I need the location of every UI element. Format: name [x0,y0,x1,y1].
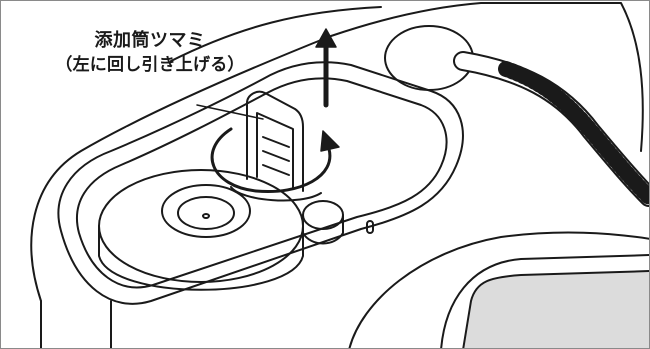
display-screen [462,270,649,348]
rotation-arrow [210,127,332,194]
opening-rim-inner [76,77,448,289]
callout-label: 添加筒ツマミ （左に回し引き上げる） [39,29,261,77]
knob-groove-3 [262,164,290,176]
callout-note: （左に回し引き上げる） [55,55,245,75]
tank-disc-side [98,225,304,291]
callout-title: 添加筒ツマミ [94,30,206,51]
float-slot [366,220,374,234]
callout-leader-line [196,104,264,120]
additive-knob-handle [246,90,304,192]
device-lower-edge [40,300,112,348]
float-cap-side [302,214,344,245]
tank-cap-center [202,213,210,219]
opening-rim-outer [57,61,464,305]
tank-cap-middle [177,196,235,230]
float-cap-top [302,200,344,230]
hose-ribs [498,61,649,205]
additive-knob-face [256,112,294,190]
device-body-outline [30,2,644,302]
lift-arrowhead [315,28,337,48]
tank-cap-outer [161,184,251,238]
control-panel-outline [348,231,649,348]
knob-base [230,186,322,202]
tank-disc-top [98,169,304,283]
display-bezel [440,254,649,348]
rotation-arrowhead [320,130,340,152]
knob-groove-1 [262,136,290,148]
device-body-back-edge [170,6,382,62]
knob-groove-2 [262,150,290,162]
